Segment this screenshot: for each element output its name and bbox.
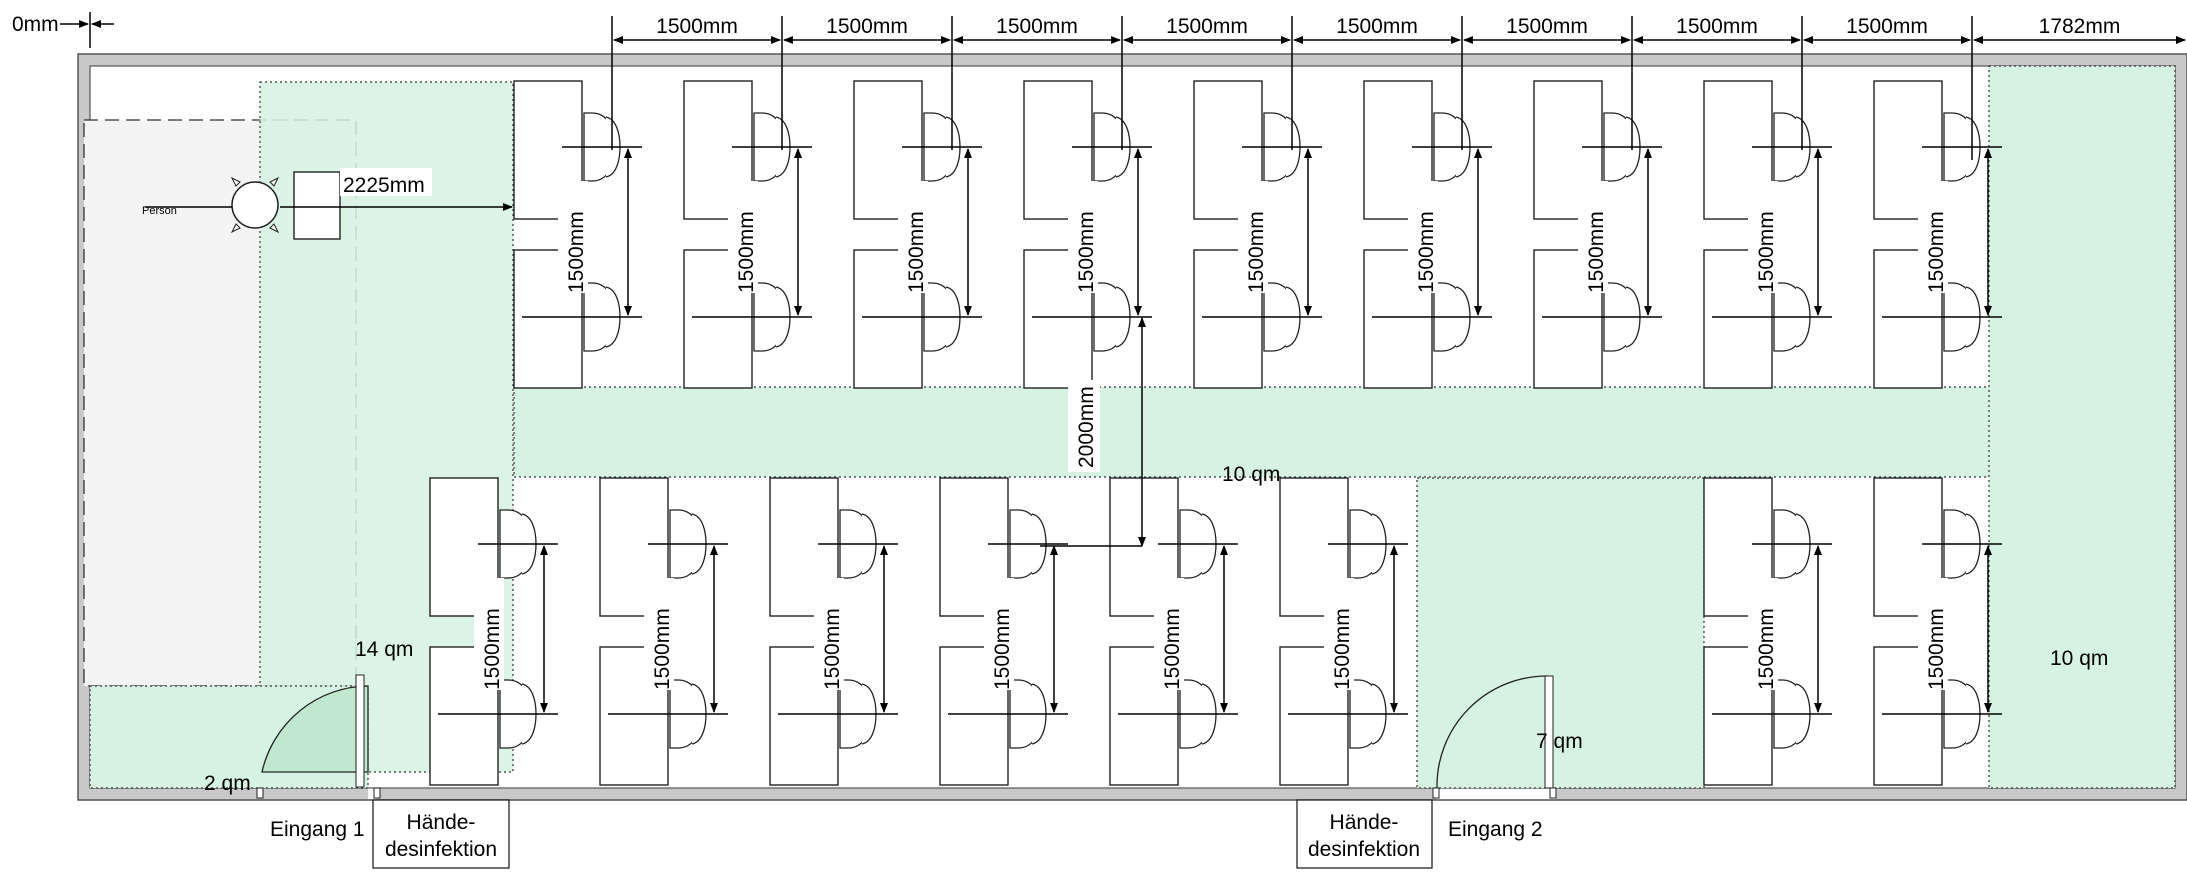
desk-spacing-label: 1500mm xyxy=(1925,211,1948,293)
top-dimension-label: 1500mm xyxy=(1166,15,1248,38)
sanitizer-station-1: Hände- desinfektion xyxy=(372,799,510,869)
dimension-lines: 1500mm 1500mm 1500mm 1500mm 1500mm 1500mm 1500… xyxy=(611,15,2186,160)
desk-spacing-label: 1500mm xyxy=(735,211,758,293)
top-dimension-label: 1500mm xyxy=(656,15,738,38)
desk-spacing-label: 1500mm xyxy=(1075,211,1098,293)
sanitizer-2-line2: desinfektion xyxy=(1308,838,1420,861)
desk-spacing-label: 1500mm xyxy=(481,608,504,690)
top-dimension-label: 1500mm xyxy=(1846,15,1928,38)
workstation-bottom-8: 1500mm xyxy=(1873,477,2002,786)
area-left-corridor: 14 qm xyxy=(355,638,413,661)
desk-spacing-label: 1500mm xyxy=(1415,211,1438,293)
top-dimension-label: 1500mm xyxy=(1676,15,1758,38)
workstation-top-6: 1500mm xyxy=(1363,80,1492,389)
workstation-bottom-7: 1500mm xyxy=(1703,477,1832,786)
workstation-top-4: 1500mm xyxy=(1023,80,1152,389)
area-right-zone: 10 qm xyxy=(2050,647,2108,670)
sanitizer-1-line1: Hände- xyxy=(407,811,476,834)
entrance-2-label: Eingang 2 xyxy=(1448,818,1543,841)
desk xyxy=(769,646,839,786)
workstation-bottom-5: 1500mm xyxy=(1109,477,1238,786)
origin-label: 0mm xyxy=(12,13,59,36)
top-dimension-label: 1500mm xyxy=(996,15,1078,38)
desk-spacing-label: 1500mm xyxy=(821,608,844,690)
top-dimension-label: 1782mm xyxy=(2039,15,2121,38)
sanitizer-2-line1: Hände- xyxy=(1330,811,1399,834)
entrance-1-label: Eingang 1 xyxy=(270,818,365,841)
desk-spacing-label: 1500mm xyxy=(1755,211,1778,293)
desk-spacing-label: 1500mm xyxy=(1585,211,1608,293)
desk-spacing-label: 1500mm xyxy=(565,211,588,293)
workstation-top-3: 1500mm xyxy=(853,80,982,389)
sanitizer-1-line2: desinfektion xyxy=(385,838,497,861)
desk-spacing-label: 1500mm xyxy=(651,608,674,690)
entrance-2-zone xyxy=(1416,477,1705,789)
workstation-top-2: 1500mm xyxy=(683,80,812,389)
desk-layout: 1500mm 1500mm 1500mm 1500mm 1500mm 1500mm 1500… xyxy=(429,80,2002,786)
desk-spacing-label: 1500mm xyxy=(1161,608,1184,690)
desk-spacing-label: 1500mm xyxy=(1755,608,1778,690)
person-icon xyxy=(145,171,341,240)
aisle-distance-label: 2000mm xyxy=(1075,386,1098,468)
workstation-bottom-3: 1500mm xyxy=(769,477,898,786)
door-2-swing xyxy=(1436,675,1548,789)
desk xyxy=(1193,249,1263,389)
desk-spacing-label: 1500mm xyxy=(991,608,1014,690)
door-markers xyxy=(256,787,1557,799)
desk-spacing-label: 1500mm xyxy=(1245,211,1268,293)
top-dimension-label: 1500mm xyxy=(1336,15,1418,38)
sanitizer-station-2: Hände- desinfektion xyxy=(1296,799,1433,869)
person-distance-label: 2225mm xyxy=(343,174,425,197)
desk-spacing-label: 1500mm xyxy=(1925,608,1948,690)
workstation-bottom-1: 1500mm xyxy=(429,477,558,786)
workstation-bottom-6: 1500mm xyxy=(1279,477,1408,786)
workstation-bottom-2: 1500mm xyxy=(599,477,728,786)
workstation-bottom-4: 1500mm xyxy=(939,477,1068,786)
desk-spacing-label: 1500mm xyxy=(1331,608,1354,690)
workstation-top-7: 1500mm xyxy=(1533,80,1662,389)
area-entrance-2-zone: 7 qm xyxy=(1536,730,1583,753)
workstation-top-8: 1500mm xyxy=(1703,80,1832,389)
workstation-top-9: 1500mm xyxy=(1873,80,2002,389)
desk xyxy=(683,249,753,389)
top-dimension-label: 1500mm xyxy=(826,15,908,38)
right-zone xyxy=(1988,65,2176,789)
workstation-top-5: 1500mm xyxy=(1193,80,1322,389)
workstation-top-1: 1500mm xyxy=(513,80,642,389)
desk-spacing-label: 1500mm xyxy=(905,211,928,293)
top-dimension-label: 1500mm xyxy=(1506,15,1588,38)
area-entrance-small: 2 qm xyxy=(204,772,251,795)
person-label: Person xyxy=(142,205,177,217)
area-center-aisle: 10 qm xyxy=(1222,463,1280,486)
